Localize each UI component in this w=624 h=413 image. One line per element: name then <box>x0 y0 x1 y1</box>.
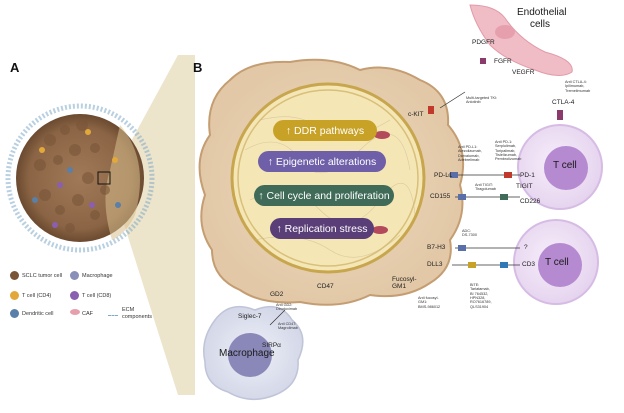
nucleus <box>230 82 426 274</box>
tcell-2-label: T cell <box>545 257 569 268</box>
caf-legend-swatch <box>70 309 80 315</box>
macrophage-label: Macrophage <box>219 348 275 359</box>
cd155-label: CD155 <box>430 193 451 200</box>
gd2-label: GD2 <box>270 291 284 298</box>
endothelial-title: Endothelial <box>517 7 567 18</box>
tigit-label: TIGIT <box>516 183 533 190</box>
legend-tcell-cd8: T cell (CD8) <box>82 293 112 299</box>
anti-ctla4-drug: Anti CTLA-4: Ipilimumab, Tremelimumab <box>565 80 591 93</box>
adc-drug: ADC: DS-7300 <box>462 229 477 238</box>
panel-label-b: B <box>193 60 203 75</box>
tcell-cd4-legend-swatch <box>10 291 19 300</box>
anti-cd47-drug: Anti CD47: Magrolimab <box>278 322 298 331</box>
question-label: ? <box>524 244 528 251</box>
endothelial-cell <box>469 4 573 76</box>
zoom-cone <box>110 55 195 395</box>
anti-gd2-drug: Anti GD2: Dinutuximab <box>276 303 298 312</box>
sirpa-label: SIRPα <box>262 342 281 349</box>
dll3-label: DLL3 <box>427 261 443 268</box>
cd47-label: CD47 <box>317 283 334 290</box>
fgfr-label: FGFR <box>494 58 512 65</box>
macrophage-legend-swatch <box>70 271 79 280</box>
cd226-label: CD226 <box>520 198 541 205</box>
pdl1-label: PD-L1 <box>434 172 453 179</box>
ctla4-label: CTLA-4 <box>552 99 575 106</box>
anti-tigit-drug: Anti TIGIT: Tiragolumab <box>475 183 496 192</box>
legend-macrophage: Macrophage <box>82 273 113 279</box>
legend-dendritic: Dendritic cell <box>22 311 54 317</box>
endothelial-title-line2: cells <box>530 19 551 30</box>
b7h3-label: B7-H3 <box>427 244 446 251</box>
ckit-label: c-KIT <box>408 111 424 118</box>
pathway-epigenetic: ↑ Epigenetic alterations <box>258 151 386 172</box>
pd1-label: PD-1 <box>520 172 535 179</box>
multi-tki-drug: Multi-targeted TKI: Anlotinib <box>466 96 498 105</box>
siglec7-label: Siglec-7 <box>238 313 262 320</box>
legend-caf: CAF <box>82 311 93 317</box>
panel-label-a: A <box>10 60 20 75</box>
vegfr-label: VEGFR <box>512 69 535 76</box>
dendritic-legend-swatch <box>10 309 19 318</box>
tumor-mass <box>5 103 155 253</box>
pathway-ddr: ↑ DDR pathways <box>273 120 377 141</box>
anti-pdl1-drug: Anti PD-L1: Atezolizumab, Durvalumab, Ad… <box>458 145 482 163</box>
pathway-cell-cycle: ↑ Cell cycle and proliferation <box>254 185 394 206</box>
legend-ecm-components: components <box>122 314 152 320</box>
pathway-replication-stress: ↑ Replication stress <box>270 218 374 239</box>
legend-sclc: SCLC tumor cell <box>22 273 63 279</box>
tcell-1-label: T cell <box>553 160 577 171</box>
anti-pd1-drug: Anti PD-1: Serplulimab, Toripalimab, Tis… <box>495 140 522 162</box>
legend-tcell-cd4: T cell (CD4) <box>22 293 52 299</box>
ecm-legend-swatch <box>108 309 118 316</box>
cd3-label: CD3 <box>522 261 536 268</box>
anti-fucosyl-drug: Anti fucosyl- GM1: BMS-986012 <box>418 296 441 309</box>
tcell-cd8-legend-swatch <box>70 291 79 300</box>
sclc-legend-swatch <box>10 271 19 280</box>
legend-ecm: ECM <box>122 307 135 313</box>
fucosyl-gm1-label: Fucosyl- GM1 <box>392 276 417 290</box>
bite-drug: BiTE: Tarlatamab, BI 764532, HPN328, RO7… <box>470 283 492 309</box>
pdgfr-label: PDGFR <box>472 39 495 46</box>
